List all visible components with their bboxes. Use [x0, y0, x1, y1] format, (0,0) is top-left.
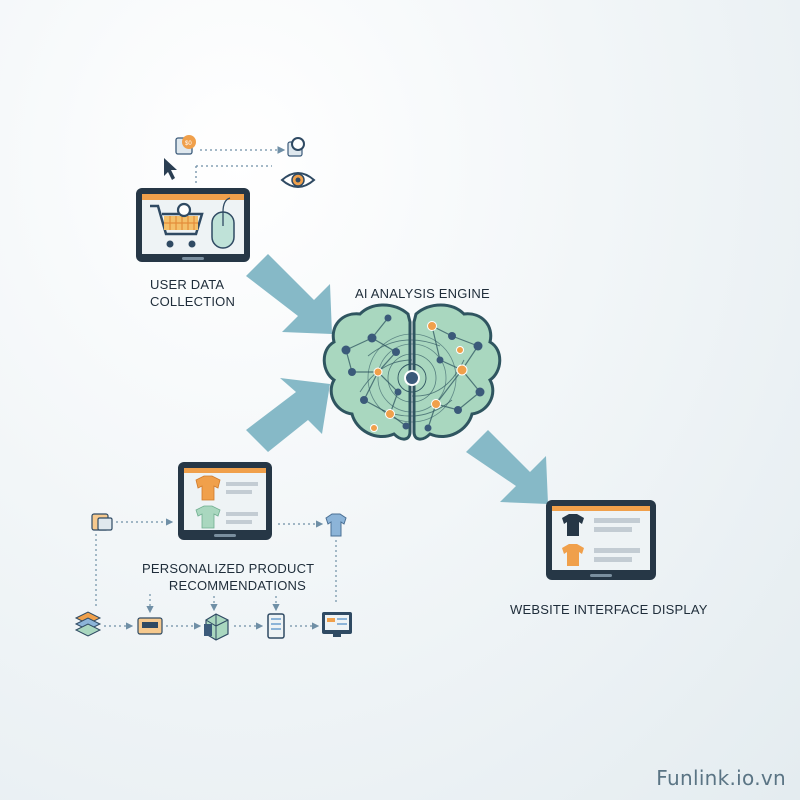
brain-network-icon	[322, 303, 502, 441]
arrow-to-website	[466, 430, 548, 504]
svg-text:$0: $0	[185, 141, 192, 147]
user-data-label: USER DATA COLLECTION	[150, 276, 235, 310]
recommendations-label: PERSONALIZED PRODUCT RECOMMENDATIONS	[142, 560, 315, 594]
recommendations-label-line2: RECOMMENDATIONS	[168, 578, 306, 593]
watermark: Funlink.io.vn	[656, 766, 786, 790]
user-data-label-line2: COLLECTION	[150, 294, 236, 309]
photo-stack-icon	[91, 513, 113, 531]
user-data-label-line1: USER DATA	[150, 277, 225, 292]
shopping-cart-tablet-icon	[136, 188, 250, 262]
box-icon	[204, 613, 229, 641]
click-badge-icon: $0	[175, 135, 196, 155]
website-tablet-icon	[546, 500, 656, 580]
settings-badge-icon	[287, 137, 305, 157]
cursor-icon	[164, 158, 177, 180]
eye-icon	[280, 172, 316, 188]
ai-engine-label: AI ANALYSIS ENGINE	[355, 286, 490, 301]
recommendations-label-line1: PERSONALIZED PRODUCT	[142, 561, 315, 576]
stack-icon	[74, 611, 102, 637]
monitor-icon	[322, 612, 352, 637]
arrow-from-recommendations	[246, 378, 330, 452]
card-icon	[137, 617, 163, 635]
arrow-to-engine	[246, 254, 332, 334]
website-display-label: WEBSITE INTERFACE DISPLAY	[510, 602, 708, 617]
tshirt-icon	[325, 513, 347, 537]
clothing-tablet-icon	[178, 462, 272, 540]
phone-icon	[267, 613, 285, 639]
